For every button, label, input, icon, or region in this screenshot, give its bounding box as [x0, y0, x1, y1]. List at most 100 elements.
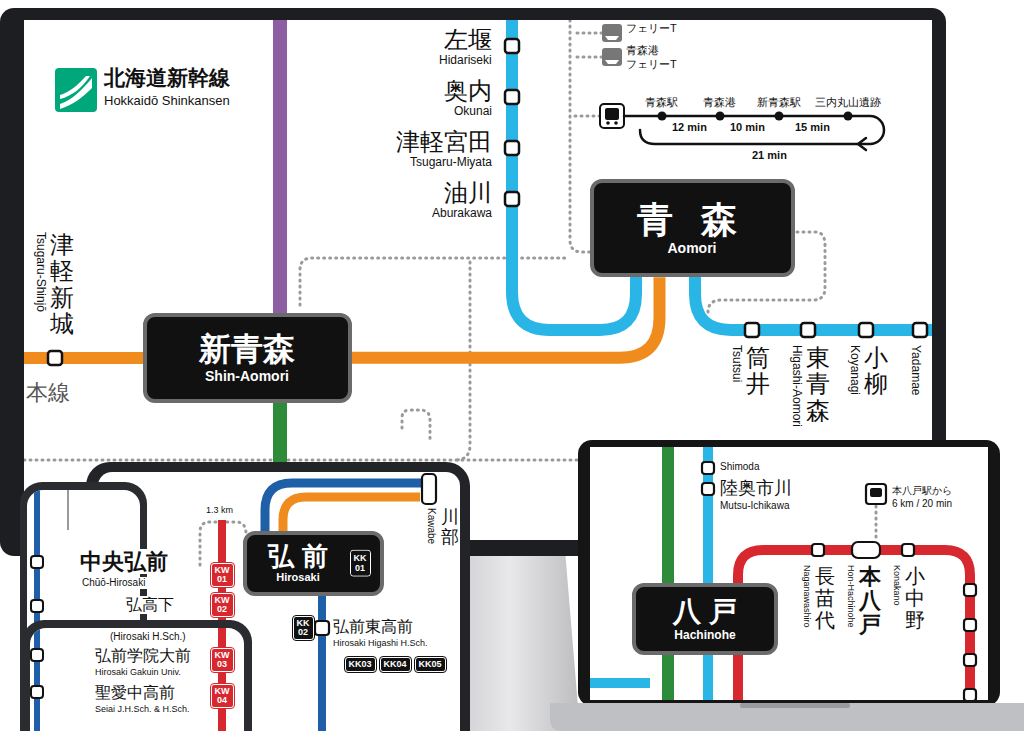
- bus-loop: [624, 116, 884, 144]
- station-dot: [859, 323, 873, 337]
- station-dot: [48, 351, 62, 365]
- bus-icon: [866, 484, 886, 504]
- station-dot: [31, 600, 43, 612]
- bus-icon: [870, 488, 882, 497]
- station-romaji: Hirosaki: [263, 571, 334, 584]
- konan-line: [34, 490, 40, 731]
- laptop-base: [550, 703, 1024, 731]
- station-dot: [964, 584, 976, 596]
- station-dot: [315, 621, 329, 635]
- laptop-bezel: [578, 440, 1000, 706]
- station-dot: [902, 544, 914, 556]
- route-map: [590, 447, 988, 700]
- station-box: 青 森Aomori: [590, 179, 795, 277]
- station-romaji: Shin-Aomori: [169, 368, 326, 385]
- station-name: 弘 前: [263, 542, 334, 572]
- walk-path: [708, 232, 825, 312]
- map-label: Naganawashiro: [802, 565, 812, 628]
- map-label: 1.3 km: [206, 505, 233, 515]
- route-map: [24, 20, 932, 540]
- walk-path: [455, 262, 470, 460]
- station-dot: [31, 649, 43, 661]
- ou-line: [283, 497, 420, 545]
- konan-line: [318, 585, 326, 731]
- station-name: KK 02: [297, 619, 310, 638]
- map-label: Tsutsui: [729, 345, 743, 382]
- station-box: 新青森Shin-Aomori: [143, 313, 352, 403]
- map-label: 弘高下: [124, 596, 176, 614]
- station-number-badge: KK 02: [293, 616, 314, 641]
- walk-path: [24, 459, 932, 462]
- map-label: 小柳: [864, 345, 888, 398]
- map-label: 10 min: [730, 121, 765, 134]
- station-dot: [702, 462, 714, 474]
- bus-icon: [606, 121, 610, 125]
- map-label: 弘前東高前: [333, 618, 413, 636]
- bus-stop: [844, 112, 853, 121]
- map-label: フェリーT: [626, 58, 677, 71]
- map-label: 長苗代: [815, 565, 835, 631]
- map-label: 川部: [441, 508, 459, 548]
- walk-path: [402, 410, 430, 440]
- route-map: [98, 472, 460, 731]
- map-edge: [67, 490, 69, 530]
- map-label: 中央弘前: [78, 549, 170, 574]
- map-label: 21 min: [752, 149, 787, 162]
- bus-icon: [600, 104, 624, 128]
- station-dot: [702, 483, 714, 495]
- station-name: KK04: [384, 660, 407, 669]
- tsugaru-line: [512, 20, 636, 330]
- walk-path: [570, 20, 592, 252]
- logo-mark: [60, 76, 90, 99]
- konan-owani-line: [218, 628, 226, 731]
- gono-line: [265, 483, 428, 545]
- station-number-badge: KK03: [345, 657, 376, 672]
- map-label: Hon-Hachinohe: [846, 565, 856, 628]
- station-dot: [964, 654, 976, 666]
- station-number-badge: KW 01: [211, 563, 234, 588]
- map-label: 6 km / 20 min: [892, 498, 952, 510]
- station-name: 八 戸: [656, 596, 754, 628]
- map-label: 油川: [444, 179, 492, 207]
- map-label: Tsugaru-Miyata: [410, 156, 492, 170]
- map-label: フェリーT: [626, 22, 677, 35]
- map-label: Yadamae: [908, 345, 922, 395]
- station-name: KK05: [419, 660, 442, 669]
- map-label: 筒井: [746, 345, 770, 398]
- station-dot: [745, 323, 759, 337]
- route-map: [27, 490, 140, 731]
- station-dot: [505, 141, 519, 155]
- map-label: 15 min: [795, 121, 830, 134]
- map-label: 新青森駅: [757, 96, 801, 109]
- walk-path: [200, 522, 246, 565]
- map-label: 本線: [26, 380, 70, 405]
- map-label: Koyanagi: [847, 345, 861, 395]
- station-name: KW 04: [215, 687, 230, 706]
- station-dot: [913, 323, 927, 337]
- konan-line: [34, 628, 40, 731]
- walk-path: [300, 258, 566, 305]
- map-label: Shimoda: [720, 461, 759, 473]
- station-number-badge: KK04: [380, 657, 411, 672]
- map-label: Okunai: [454, 105, 492, 119]
- station-dot: [852, 542, 880, 558]
- aoimori-line: [590, 678, 650, 688]
- logo-mark: [60, 78, 92, 109]
- map-label: Mutsu-Ichikawa: [720, 500, 789, 512]
- tablet-screen: 1.3 km川部Kawabe弘前東高前Hirosaki Higashi H.Sc…: [98, 472, 460, 731]
- ferry-icon: [602, 24, 622, 42]
- hachinohe-line: [738, 550, 970, 700]
- shinkansen-logo: [55, 68, 97, 112]
- station-box: 弘 前HirosakiKK 01: [243, 531, 384, 596]
- hokkaido-shinkansen-line: [273, 20, 287, 358]
- station-dot: [422, 474, 436, 504]
- map-label: 本八戸: [859, 565, 881, 638]
- station-dot: [964, 619, 976, 631]
- station-dot: [801, 323, 815, 337]
- station-number-badge: KW 02: [211, 593, 234, 618]
